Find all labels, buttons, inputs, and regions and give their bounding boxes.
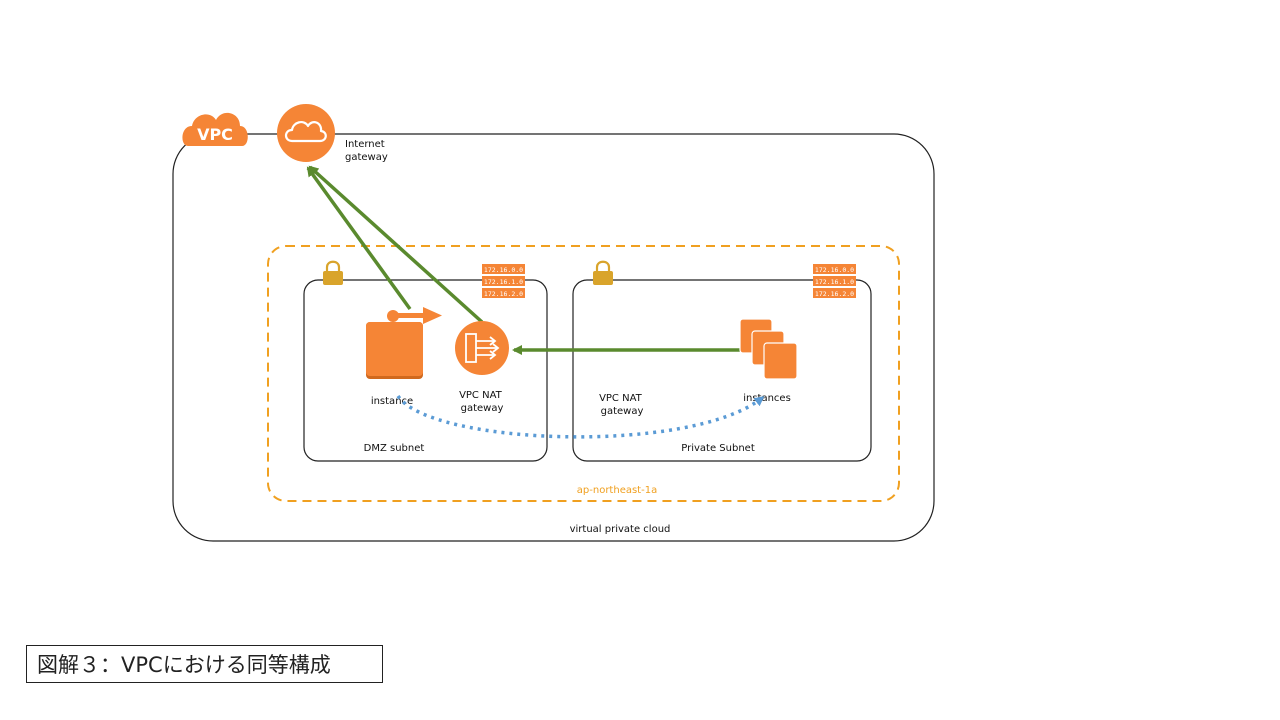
vpc-container-label: virtual private cloud bbox=[570, 524, 671, 535]
dmz-route-entry: 172.16.1.0 bbox=[484, 278, 523, 286]
private-route-entry: 172.16.1.0 bbox=[815, 278, 854, 286]
private-route-entry: 172.16.2.0 bbox=[815, 290, 854, 298]
dotted-link-arrow bbox=[396, 394, 765, 439]
private-nat-label: VPC NAT gateway bbox=[599, 393, 645, 417]
internet-gateway-icon bbox=[277, 104, 335, 162]
nat-to-igw-arrow bbox=[308, 165, 484, 324]
private-nat-label-line2: gateway bbox=[601, 406, 644, 417]
private-nat-label-line1: VPC NAT bbox=[599, 393, 643, 404]
availability-zone-label: ap-northeast-1a bbox=[577, 485, 657, 496]
internet-gateway-label-line2: gateway bbox=[345, 152, 388, 163]
private-subnet-label: Private Subnet bbox=[681, 443, 755, 454]
instance-to-igw-arrow bbox=[306, 166, 412, 311]
instance-label: instance bbox=[371, 396, 413, 407]
dmz-lock-icon bbox=[323, 260, 343, 285]
private-lock-icon bbox=[593, 260, 613, 285]
dmz-subnet-label: DMZ subnet bbox=[364, 443, 425, 454]
instance-icon bbox=[366, 307, 442, 379]
figure-caption: 図解３：VPCにおける同等構成 bbox=[26, 645, 383, 683]
vpc-badge-label: VPC bbox=[197, 125, 233, 144]
private-subnet-box bbox=[572, 279, 872, 462]
dmz-subnet-box bbox=[303, 279, 548, 462]
private-route-entry: 172.16.0.0 bbox=[815, 266, 854, 274]
vpc-container bbox=[172, 133, 935, 542]
dmz-route-entry: 172.16.2.0 bbox=[484, 290, 523, 298]
private-route-table: 172.16.0.0 172.16.1.0 172.16.2.0 bbox=[813, 264, 856, 298]
dmz-route-table: 172.16.0.0 172.16.1.0 172.16.2.0 bbox=[482, 264, 525, 298]
instances-label: instances bbox=[743, 393, 791, 404]
internet-gateway-label: Internet gateway bbox=[345, 139, 388, 163]
availability-zone-box bbox=[267, 245, 900, 502]
internet-gateway-label-line1: Internet bbox=[345, 139, 385, 150]
nat-gateway-label-line2: gateway bbox=[461, 403, 504, 414]
instances-icon bbox=[739, 318, 798, 380]
nat-gateway-label-line1: VPC NAT bbox=[459, 390, 503, 401]
nat-gateway-icon bbox=[455, 321, 509, 375]
nat-gateway-label: VPC NAT gateway bbox=[459, 390, 505, 414]
dmz-route-entry: 172.16.0.0 bbox=[484, 266, 523, 274]
vpc-badge-icon: VPC bbox=[182, 112, 248, 146]
